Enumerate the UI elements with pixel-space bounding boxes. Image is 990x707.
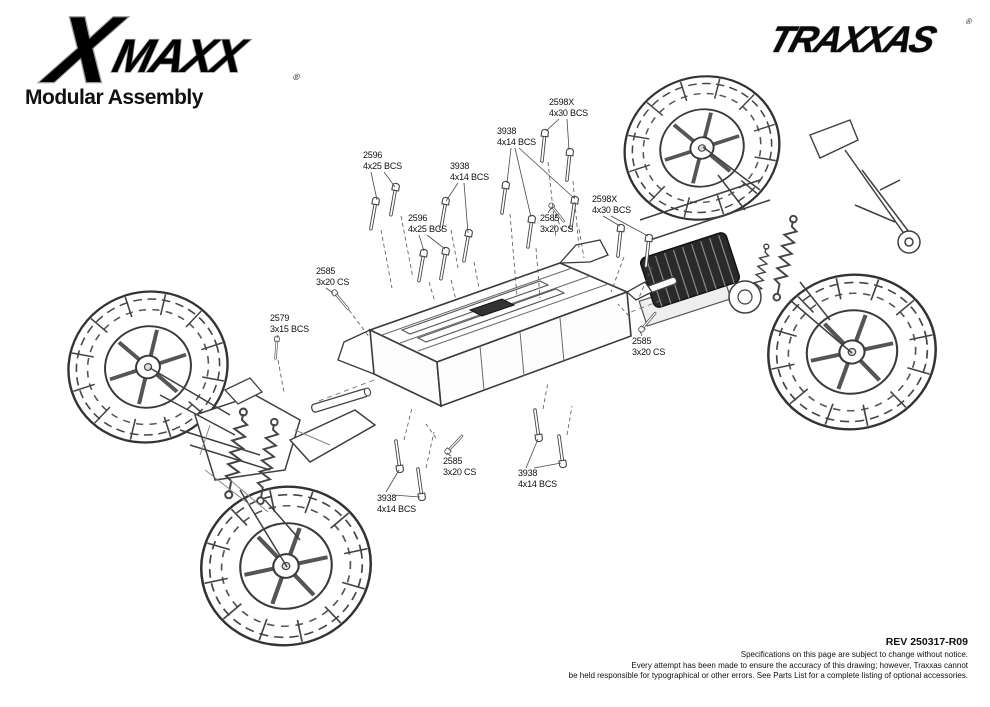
- leader-line: [610, 215, 649, 237]
- part-number: 2598X: [549, 97, 575, 107]
- center-chassis-module: [315, 239, 663, 408]
- leader-line: [518, 147, 575, 199]
- xmaxx-logo: X MAXX ®: [33, 10, 302, 90]
- part-spec: 4x14 BCS: [377, 503, 416, 514]
- part-number: 3938: [377, 493, 397, 503]
- part-number: 2585: [443, 456, 463, 466]
- traxxas-wordmark: TRAXXAS: [764, 20, 941, 61]
- leader-line: [545, 118, 560, 132]
- part-number: 2585: [632, 336, 652, 346]
- leader-line: [418, 234, 425, 252]
- wheelie-bar: [844, 149, 921, 254]
- part-number: 2579: [270, 313, 290, 323]
- leader-line: [566, 118, 570, 151]
- part-spec: 3x20 CS: [316, 276, 350, 287]
- part-spec: 4x14 BCS: [497, 136, 536, 147]
- part-spec: 4x30 BCS: [549, 107, 588, 118]
- traxxas-reg-mark: ®: [965, 17, 974, 26]
- leader-line: [463, 182, 469, 234]
- leader-line: [514, 147, 532, 218]
- leader-line: [506, 147, 512, 184]
- leader-line: [445, 182, 459, 202]
- revision-number: REV 250317-R09: [885, 636, 968, 648]
- leader-line: [325, 287, 334, 294]
- disclaimer-line: Specifications on this page are subject …: [740, 650, 968, 659]
- page-title: Modular Assembly: [25, 86, 203, 109]
- part-number: 3938: [497, 126, 517, 136]
- leader-line: [383, 171, 396, 188]
- part-number: 2598X: [592, 194, 618, 204]
- part-number: 3938: [518, 468, 538, 478]
- leader-line: [385, 469, 400, 493]
- leader-line: [370, 171, 378, 201]
- part-number: 2596: [408, 213, 428, 223]
- part-spec: 3x20 CS: [540, 223, 574, 234]
- leader-line: [426, 234, 446, 250]
- part-number: 2596: [363, 150, 383, 160]
- leader-line: [602, 215, 621, 227]
- front-truck-module: [46, 268, 386, 661]
- leader-line: [525, 438, 539, 469]
- part-spec: 4x14 BCS: [518, 478, 557, 489]
- traxxas-logo: TRAXXAS ®: [763, 17, 974, 61]
- part-spec: 4x25 BCS: [408, 223, 447, 234]
- part-spec: 4x25 BCS: [363, 160, 402, 171]
- part-spec: 3x20 CS: [632, 346, 666, 357]
- part-spec: 3x20 CS: [443, 466, 477, 477]
- hardware-screws: [272, 128, 659, 502]
- leader-line: [276, 334, 279, 339]
- disclaimer-line: be held responsible for typographical or…: [568, 671, 968, 681]
- xmaxx-reg-mark: ®: [292, 72, 301, 82]
- part-spec: 4x14 BCS: [450, 171, 489, 182]
- part-spec: 4x30 BCS: [592, 204, 631, 215]
- part-number: 2585: [540, 213, 560, 223]
- motor-block: [638, 232, 741, 327]
- disclaimer-line: Every attempt has been made to ensure th…: [631, 660, 968, 670]
- rear-truck-module: [603, 54, 950, 444]
- xmaxx-wordmark: MAXX: [108, 31, 254, 83]
- footer: REV 250317-R09 Specifications on this pa…: [569, 636, 968, 682]
- part-spec: 3x15 BCS: [270, 323, 309, 334]
- part-number: 3938: [450, 161, 470, 171]
- part-number: 2585: [316, 266, 336, 276]
